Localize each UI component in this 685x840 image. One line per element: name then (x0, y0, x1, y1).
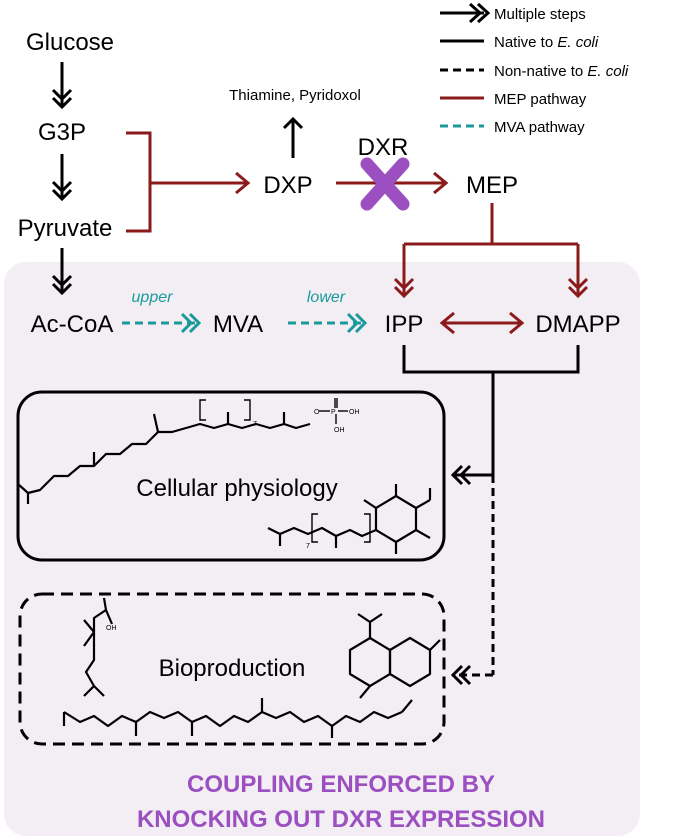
label-lower: lower (307, 289, 346, 306)
squalene-molecule (62, 698, 413, 738)
node-mva: MVA (213, 311, 263, 338)
atom-oh-1: OH (349, 409, 360, 416)
arrow-ipp-dmapp-isomerase (439, 311, 525, 335)
repeat-subscript: 7 (253, 421, 257, 428)
sesquiterpene-molecule (348, 613, 441, 699)
node-acoa: Ac-CoA (31, 311, 114, 338)
node-g3p: G3P (38, 119, 86, 146)
node-glucose: Glucose (26, 29, 114, 56)
legend-mva-pathway: MVA pathway (494, 119, 585, 136)
mep-bracket-to-dxp (126, 131, 251, 233)
ubiquinone-molecule: 7 (267, 484, 432, 554)
node-mep: MEP (466, 172, 518, 199)
isoprenoid-panel (4, 262, 640, 836)
legend-mep-pathway: MEP pathway (494, 91, 587, 108)
enzyme-dxr: DXR (358, 134, 409, 161)
cellular-physiology-box (16, 390, 446, 562)
box-label-cellular-physiology: Cellular physiology (136, 475, 337, 502)
bioproduction-box (18, 592, 446, 746)
node-pyruvate: Pyruvate (18, 215, 113, 242)
repeat-subscript-2: 7 (306, 543, 310, 550)
arrow-pyruvate-acoa (51, 248, 73, 296)
connector-to-boxes (402, 345, 580, 686)
arrow-dxp-thiamine (282, 116, 304, 158)
atom-o: O (314, 409, 320, 416)
box-label-bioproduction: Bioproduction (159, 655, 306, 682)
linalool-molecule: OH (83, 597, 117, 697)
legend: Multiple steps Native to E. coli Non-nat… (440, 2, 629, 136)
node-thiamine-pyridoxol: Thiamine, Pyridoxol (229, 87, 361, 104)
atom-p: P (331, 409, 336, 416)
arrow-g3p-pyruvate (51, 154, 73, 202)
atom-oh-linalool: OH (106, 625, 117, 632)
legend-non-native: Non-native to E. coli (494, 63, 629, 80)
dxr-knockout-x-icon (360, 157, 410, 211)
arrow-glucose-g3p (51, 62, 73, 110)
label-upper: upper (132, 289, 174, 306)
mep-split-to-ipp-dmapp (393, 203, 589, 299)
banner-line-2: KNOCKING OUT DXR EXPRESSION (137, 806, 545, 833)
arrow-mva-ipp (288, 312, 368, 334)
atom-oh-2: OH (334, 427, 345, 434)
node-dmapp: DMAPP (535, 311, 620, 338)
banner-line-1: COUPLING ENFORCED BY (187, 771, 495, 798)
node-ipp: IPP (385, 311, 424, 338)
legend-multiple-steps: Multiple steps (494, 6, 586, 23)
arrow-acoa-mva (122, 312, 202, 334)
node-dxp: DXP (263, 172, 312, 199)
legend-native: Native to E. coli (494, 34, 599, 51)
polyprenyl-phosphate-molecule: 7 O P OH OH (17, 398, 360, 504)
